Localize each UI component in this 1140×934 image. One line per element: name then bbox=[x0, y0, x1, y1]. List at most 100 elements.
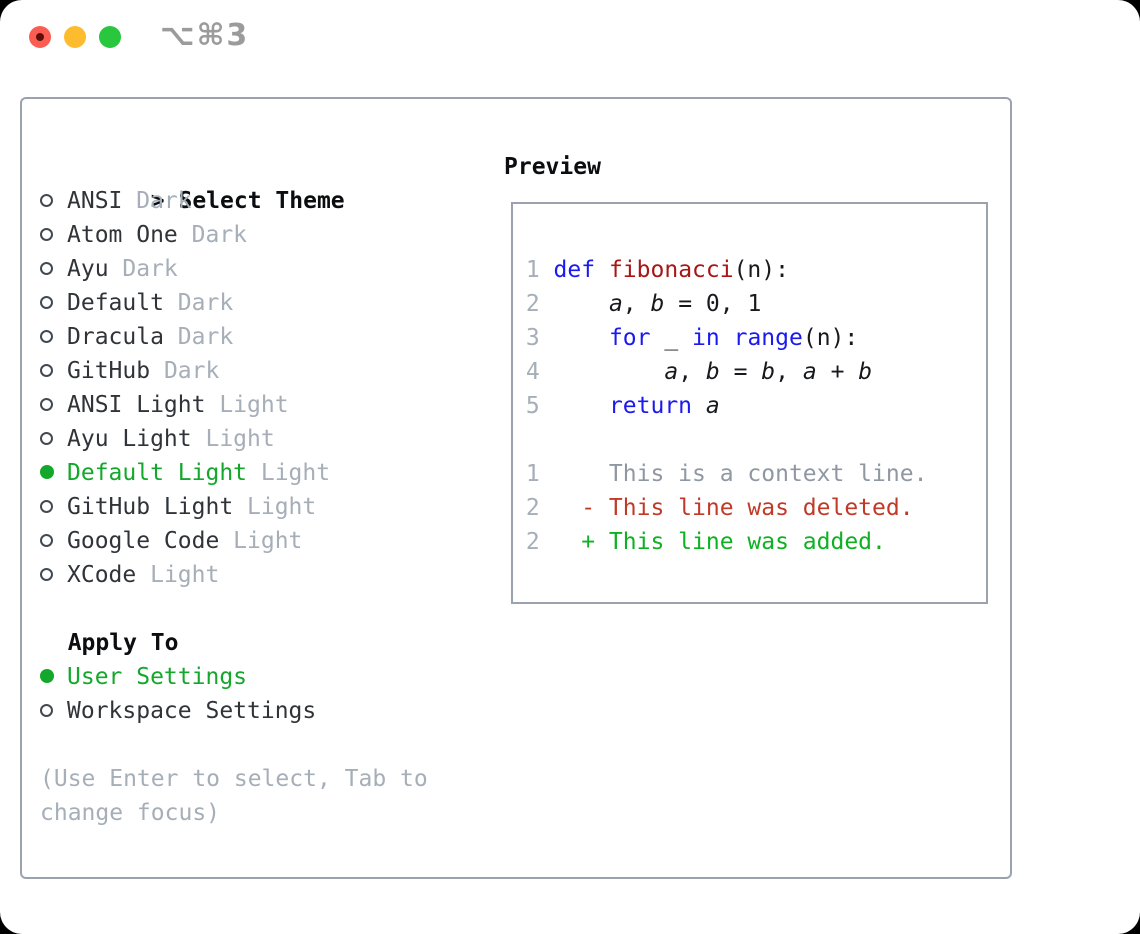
radio-icon bbox=[40, 194, 53, 207]
theme-option-default-light[interactable]: Default Light Light bbox=[40, 456, 345, 490]
code-token-var: a bbox=[664, 359, 679, 385]
preview-line: 1 This is a context line. bbox=[512, 457, 928, 491]
option-variant-label: Light bbox=[260, 460, 331, 486]
code-token-var: a bbox=[608, 291, 623, 317]
code-token-pl: , bbox=[622, 291, 651, 317]
preview-line: 4 a, b = b, a + b bbox=[512, 355, 927, 389]
theme-option-default[interactable]: Default Dark bbox=[40, 286, 345, 320]
code-token-fn: fibonacci bbox=[608, 257, 734, 283]
radio-icon bbox=[40, 364, 53, 377]
traffic-light-close-button[interactable] bbox=[29, 26, 51, 48]
code-token-kw: return bbox=[608, 393, 693, 419]
radio-icon bbox=[40, 704, 53, 717]
help-line-1: (Use Enter to select, Tab to bbox=[40, 766, 428, 792]
option-label: Dracula bbox=[67, 324, 164, 350]
theme-option-atom-one[interactable]: Atom One Dark bbox=[40, 218, 345, 252]
option-variant-label: Dark bbox=[177, 290, 234, 316]
traffic-light-zoom-button[interactable] bbox=[99, 26, 121, 48]
apply-option-user-settings[interactable]: User Settings bbox=[40, 660, 316, 694]
option-label: Workspace Settings bbox=[67, 698, 317, 724]
code-token-add: + This line was added. bbox=[553, 529, 886, 555]
option-variant-label: Dark bbox=[177, 324, 234, 350]
preview-line: 5 return a bbox=[512, 389, 927, 423]
option-label: XCode bbox=[67, 562, 137, 588]
radio-icon bbox=[40, 330, 53, 343]
code-token-ln: 4 bbox=[512, 359, 554, 385]
code-token-pl bbox=[554, 291, 609, 317]
theme-option-dracula[interactable]: Dracula Dark bbox=[40, 320, 345, 354]
code-token-ln: 1 bbox=[512, 257, 554, 283]
option-label: Ayu bbox=[67, 256, 109, 282]
option-variant-label: Dark bbox=[136, 188, 192, 214]
code-token-pl: (n): bbox=[733, 257, 789, 283]
code-token-ln: 5 bbox=[512, 393, 554, 419]
code-token-del: - This line was deleted. bbox=[553, 495, 914, 521]
code-token-pl: + bbox=[816, 359, 859, 385]
code-token-ln: 3 bbox=[512, 325, 554, 351]
option-variant-label: Dark bbox=[191, 222, 248, 248]
code-token-ln: 1 bbox=[512, 461, 554, 487]
radio-icon bbox=[40, 534, 53, 547]
help-line-2: change focus) bbox=[40, 800, 221, 826]
preview-line: 2 a, b = 0, 1 bbox=[512, 287, 927, 321]
radio-icon bbox=[40, 500, 53, 513]
radio-selected-icon bbox=[40, 465, 54, 479]
radio-selected-icon bbox=[40, 669, 54, 683]
option-variant-label: Light bbox=[233, 528, 303, 554]
code-token-kw: range bbox=[733, 325, 803, 351]
code-token-pl: , bbox=[678, 359, 706, 385]
option-label: Google Code bbox=[67, 528, 220, 554]
code-token-var: a bbox=[705, 393, 720, 419]
preview-box: 1 def fibonacci(n): 2 a, b = 0, 1 3 for … bbox=[511, 202, 988, 604]
theme-list-header: > Select Theme bbox=[40, 150, 345, 214]
preview-line: 1 def fibonacci(n): bbox=[512, 253, 927, 287]
option-label: User Settings bbox=[67, 664, 248, 690]
help-text: (Use Enter to select, Tab to change focu… bbox=[40, 762, 428, 830]
code-token-pl: = bbox=[719, 359, 762, 385]
titlebar: ⌥⌘3 bbox=[0, 0, 1140, 74]
option-label: ANSI Light bbox=[67, 392, 206, 418]
code-token-var: b bbox=[858, 359, 873, 385]
option-label: Ayu Light bbox=[67, 426, 192, 452]
option-label: Default Light bbox=[67, 460, 248, 486]
radio-icon bbox=[40, 296, 53, 309]
code-token-pl bbox=[554, 393, 609, 419]
option-variant-label: Light bbox=[205, 426, 275, 452]
traffic-light-minimize-button[interactable] bbox=[64, 26, 86, 48]
code-token-ln: 2 bbox=[512, 291, 554, 317]
radio-icon bbox=[40, 568, 53, 581]
theme-list-title: Select Theme bbox=[178, 188, 345, 214]
apply-option-workspace-settings[interactable]: Workspace Settings bbox=[40, 694, 316, 728]
focus-caret-icon: > bbox=[150, 188, 165, 214]
theme-option-ayu[interactable]: Ayu Dark bbox=[40, 252, 345, 286]
option-label: Atom One bbox=[67, 222, 178, 248]
option-variant-label: Dark bbox=[122, 256, 178, 282]
radio-icon bbox=[40, 228, 53, 241]
code-token-kw: for bbox=[608, 325, 651, 351]
code-token-pl bbox=[720, 325, 734, 351]
option-label: GitHub bbox=[67, 358, 151, 384]
theme-option-google-code[interactable]: Google Code Light bbox=[40, 524, 345, 558]
preview-title: Preview bbox=[504, 154, 601, 180]
code-token-pl bbox=[595, 257, 609, 283]
preview-line: 3 for _ in range(n): bbox=[512, 321, 927, 355]
option-label: GitHub Light bbox=[67, 494, 234, 520]
option-label: Default bbox=[67, 290, 164, 316]
code-token-pl: (n): bbox=[802, 325, 859, 351]
preview-code: 1 def fibonacci(n): 2 a, b = 0, 1 3 for … bbox=[512, 253, 928, 559]
theme-option-ayu-light[interactable]: Ayu Light Light bbox=[40, 422, 345, 456]
radio-icon bbox=[40, 398, 53, 411]
window-shortcut-label: ⌥⌘3 bbox=[160, 18, 250, 53]
code-token-var: a bbox=[802, 359, 817, 385]
close-dot-icon bbox=[36, 33, 44, 41]
preview-line bbox=[512, 423, 927, 457]
radio-icon bbox=[40, 432, 53, 445]
code-token-ctx: This is a context line. bbox=[553, 461, 928, 487]
